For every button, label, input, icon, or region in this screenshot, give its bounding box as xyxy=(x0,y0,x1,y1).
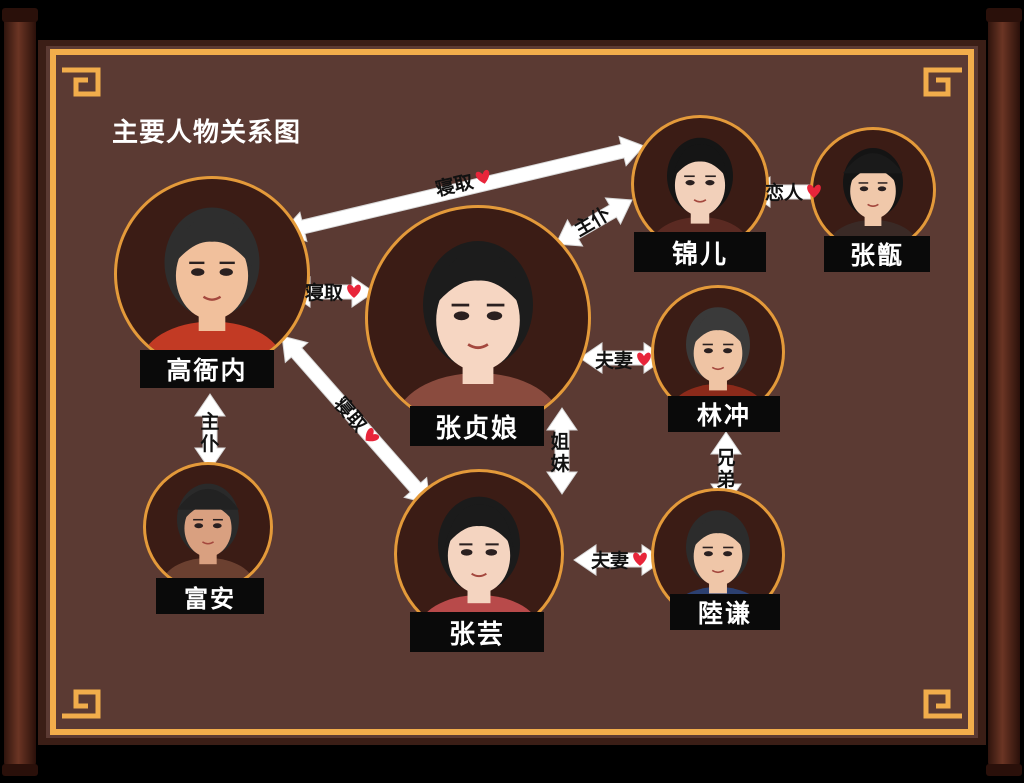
relation-label-text: 夫妻 xyxy=(595,349,633,372)
name-label-linchong: 林冲 xyxy=(668,396,780,432)
relation-label-char: 主 xyxy=(200,411,219,433)
heart-icon xyxy=(807,184,821,198)
relation-label-gao-zhenniang: 寝取 xyxy=(305,281,361,304)
heart-icon xyxy=(633,552,647,566)
portrait-zhangcheng xyxy=(810,127,936,253)
relation-label-text: 恋人 xyxy=(765,181,804,204)
heart-icon xyxy=(475,169,490,184)
heart-icon xyxy=(365,428,380,442)
relation-label-char: 仆 xyxy=(200,433,219,455)
relation-label-jiner-zhangcheng: 恋人 xyxy=(765,181,821,204)
name-label-luqian: 陸谦 xyxy=(670,594,780,630)
relation-label-char: 姐 xyxy=(550,430,569,453)
relation-label-zhenniang-linchong: 夫妻 xyxy=(595,349,651,372)
relation-label-char: 妹 xyxy=(549,453,570,475)
portrait-linchong xyxy=(651,285,785,419)
relation-label-gao-fuan: 主仆 xyxy=(200,411,219,455)
relation-label-char: 弟 xyxy=(716,468,735,491)
heart-icon xyxy=(637,352,651,366)
heart-icon xyxy=(347,284,361,298)
portrait-jiner xyxy=(631,115,769,253)
name-label-gao: 高衙内 xyxy=(140,350,274,388)
relation-label-text: 寝取 xyxy=(305,281,343,304)
chart-title: 主要人物关系图 xyxy=(112,118,302,148)
name-label-zhangyun: 张芸 xyxy=(410,612,544,652)
name-label-jiner: 锦儿 xyxy=(634,232,766,272)
name-label-zhangcheng: 张甑 xyxy=(824,236,930,272)
relation-label-text: 夫妻 xyxy=(591,549,629,572)
relation-arrow-zhenniang-jiner xyxy=(555,197,633,247)
left-rod-cap-bottom xyxy=(2,764,38,776)
gold-border xyxy=(50,49,974,735)
name-label-fuan: 富安 xyxy=(156,578,264,614)
relation-label-zhenniang-zhangyun: 姐妹 xyxy=(549,430,570,475)
right-scroll-rod xyxy=(988,16,1020,768)
relation-label-linchong-luqian: 兄弟 xyxy=(715,447,735,491)
name-label-zhenniang: 张贞娘 xyxy=(410,406,544,446)
relation-label-char: 兄 xyxy=(715,447,735,469)
corner-ornaments xyxy=(62,67,962,719)
relation-arrow-zhenniang-zhangyun xyxy=(546,407,578,495)
relation-label-zhangyun-luqian: 夫妻 xyxy=(591,549,647,572)
left-scroll-rod xyxy=(4,16,36,768)
right-rod-cap-bottom xyxy=(986,764,1022,776)
right-rod-cap-top xyxy=(986,8,1022,22)
left-rod-cap-top xyxy=(2,8,38,22)
